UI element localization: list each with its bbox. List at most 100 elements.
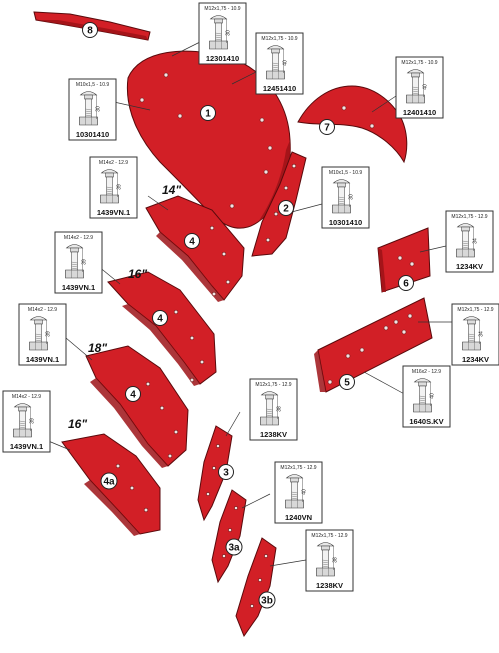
bolt-thread (322, 563, 329, 566)
bolt-code-text: 1238KV (260, 430, 287, 439)
part-7[interactable] (297, 85, 408, 164)
bolt-spec-text: M14x2 - 12.9 (99, 160, 128, 166)
bolt-thread (412, 90, 419, 93)
bolt-neck (418, 381, 427, 387)
bolt-spec-text: M14x2 - 12.9 (12, 394, 41, 400)
bolt-length-text: 38 (277, 406, 283, 412)
bolt-length-text: 38 (333, 557, 339, 563)
bolt-length-text: 30 (226, 30, 232, 36)
nut-icon (406, 94, 425, 104)
part-4-18in[interactable] (85, 345, 189, 468)
bolt-thread (35, 333, 42, 336)
bolt-code-text: 1439VN.1 (97, 208, 130, 217)
bolt-length-text: 40 (302, 489, 308, 495)
callout-1: 1 (200, 105, 216, 121)
bolt-thread (85, 110, 92, 113)
bolt-spec-text: M12x1,75 - 10.9 (401, 60, 437, 66)
bolt-thread (468, 337, 475, 340)
bolt-neck (467, 319, 476, 325)
bolt-spec-text: M14x2 - 12.9 (28, 307, 57, 313)
callout-4-16in: 4 (152, 310, 168, 326)
bolt-spec-text: M12x1,75 - 12.9 (451, 214, 487, 220)
part-2[interactable] (251, 151, 307, 257)
bolt-head-icon (266, 45, 285, 50)
bolt-code-text: 1238KV (316, 581, 343, 590)
bolt-thread (19, 424, 26, 427)
svg-text:4a: 4a (103, 477, 115, 488)
bolt-code-text: 1439VN.1 (10, 442, 43, 451)
bolt-thread (338, 202, 345, 205)
part-6[interactable] (377, 227, 431, 293)
bolt-neck (271, 48, 280, 54)
bolt-thread (322, 559, 329, 562)
size-label-16in-4a: 16" (68, 417, 87, 431)
bolt-thread (419, 395, 426, 398)
size-label-16in: 16" (128, 267, 147, 281)
bolt-box-b15[interactable]: M12x1,75 - 12.9 38 1238KV (305, 529, 354, 592)
bolt-spec-text: M10x1,5 - 10.9 (76, 82, 110, 88)
nut-icon (413, 403, 432, 413)
callout-3: 3 (218, 464, 234, 480)
part-3b[interactable] (235, 537, 277, 638)
bolt-head-icon (406, 69, 425, 74)
bolt-spec-text: M10x1,5 - 10.9 (329, 170, 363, 176)
nut-icon (332, 204, 351, 214)
bolt-thread (35, 339, 42, 342)
bolt-head-icon (100, 169, 119, 174)
bolt-spec-text: M14x2 - 12.9 (64, 235, 93, 241)
svg-text:4: 4 (130, 390, 136, 401)
bolt-thread (468, 333, 475, 336)
bolt-thread (338, 200, 345, 203)
bolt-box-b12[interactable]: M12x1,75 - 12.9 38 1238KV (249, 378, 298, 441)
bolt-neck (70, 247, 79, 253)
bolt-thread (412, 88, 419, 91)
nut-icon (285, 499, 304, 509)
bolt-neck (321, 545, 330, 551)
svg-text:3: 3 (223, 468, 229, 479)
bolt-head-icon (332, 179, 351, 184)
size-label-14in: 14" (162, 183, 181, 197)
bolt-head-icon (209, 15, 228, 20)
bolt-length-text: 40 (423, 84, 429, 90)
bolt-spec-text: M12x1,75 - 12.9 (311, 533, 347, 539)
bolt-spec-text: M12x1,75 - 10.9 (204, 6, 240, 12)
part-3[interactable] (197, 425, 233, 522)
bolt-neck (337, 182, 346, 188)
bolt-head-icon (79, 91, 98, 96)
bolt-thread (35, 337, 42, 340)
bolt-thread (419, 401, 426, 404)
bolt-thread (419, 399, 426, 402)
bolt-neck (290, 477, 299, 483)
part-5[interactable] (314, 297, 433, 393)
nut-icon (65, 269, 84, 279)
svg-text:6: 6 (403, 279, 409, 290)
bolt-code-text: 1234KV (462, 355, 489, 364)
svg-text:4: 4 (189, 237, 195, 248)
bolt-spec-text: M12x1,75 - 12.9 (255, 382, 291, 388)
part-3a[interactable] (211, 489, 247, 584)
callout-3b: 3b (258, 591, 276, 609)
bolt-thread (71, 267, 78, 270)
bolt-thread (106, 186, 113, 189)
svg-text:3b: 3b (261, 596, 273, 607)
bolt-thread (106, 192, 113, 195)
nut-icon (266, 70, 285, 80)
bolt-thread (468, 339, 475, 342)
bolt-thread (272, 66, 279, 69)
part-4-16in[interactable] (107, 271, 217, 386)
bolt-length-text: 39 (82, 259, 88, 265)
